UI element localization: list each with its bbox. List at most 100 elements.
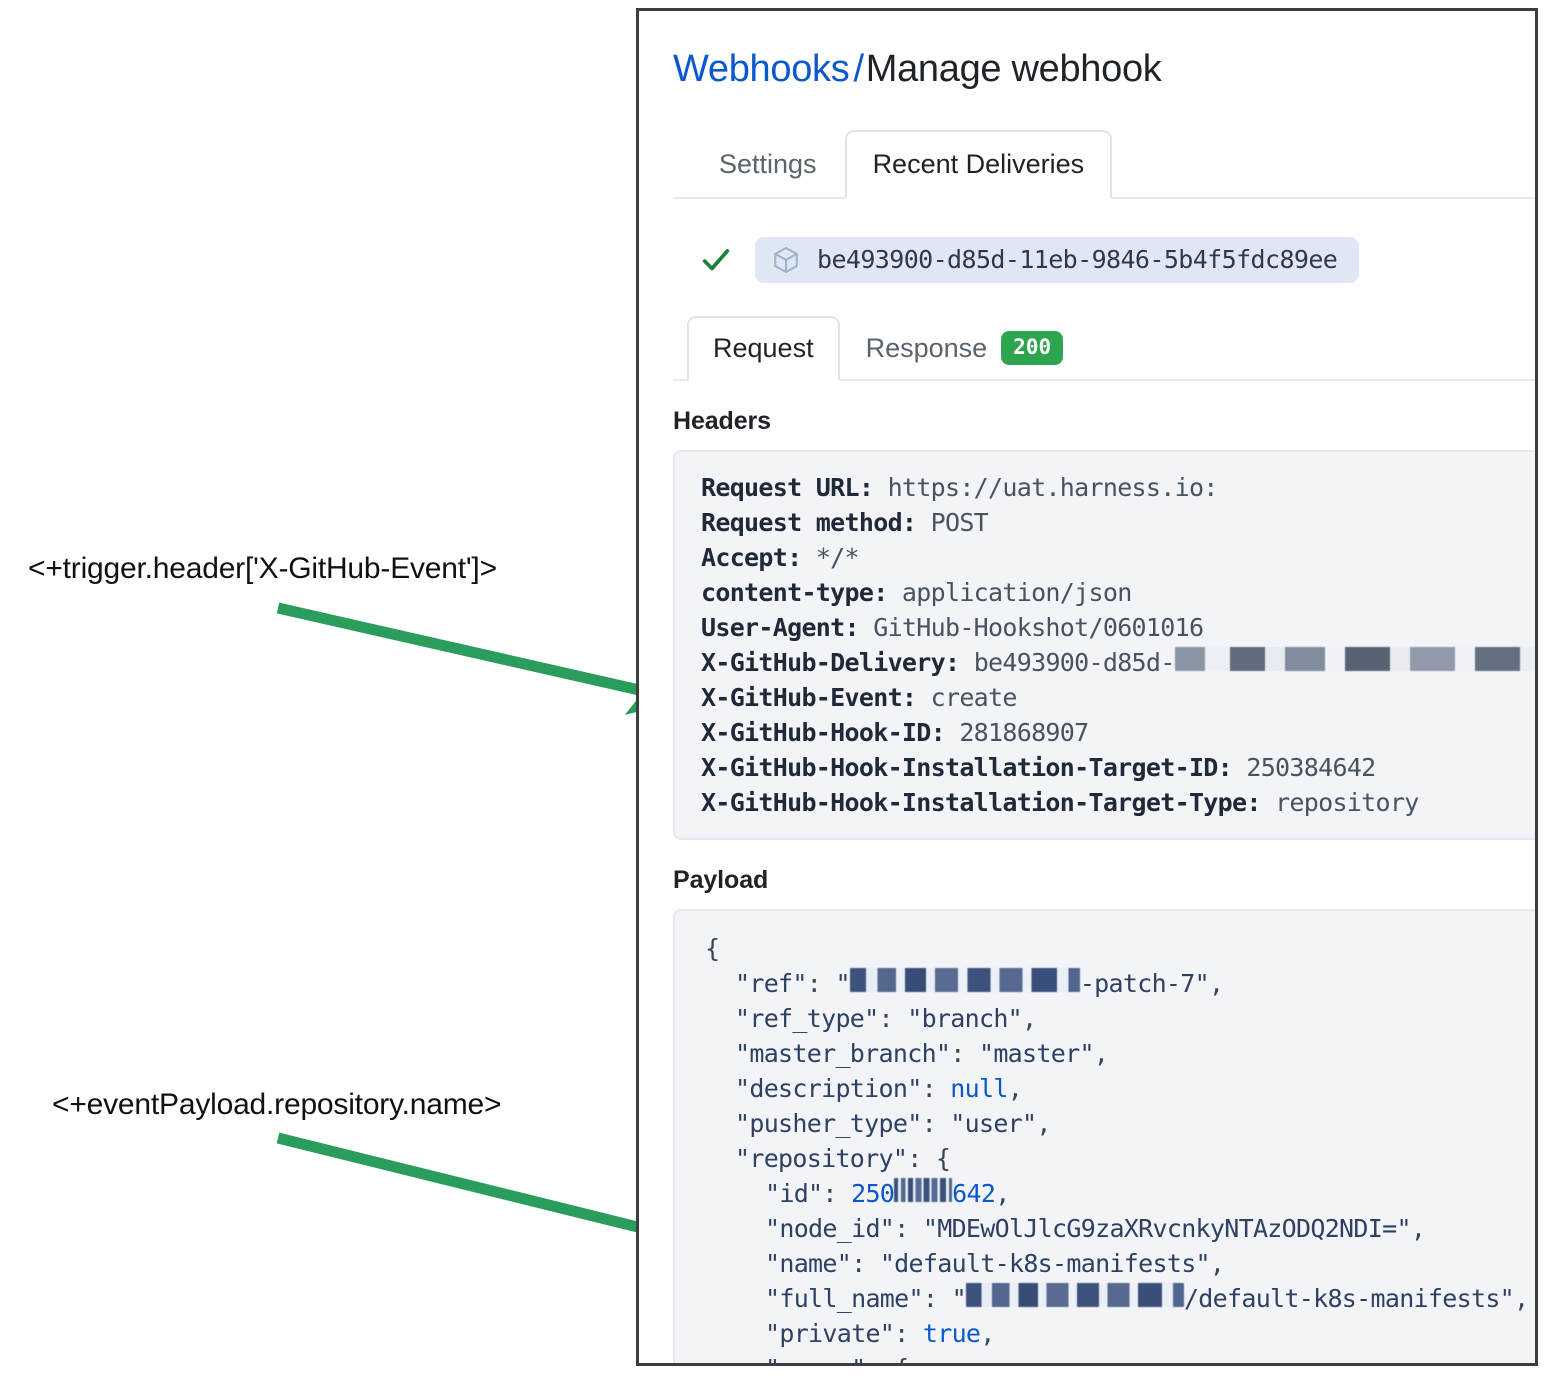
payload-token: , [1007,1073,1023,1103]
redacted-value [849,967,1080,992]
header-key: Request URL: [701,472,888,502]
breadcrumb-current: Manage webhook [865,48,1162,90]
annotation-arrow-trigger-header [276,602,685,715]
header-row: X-GitHub-Hook-Installation-Target-ID: 25… [701,750,1535,785]
payload-token: , [1036,1108,1051,1138]
header-row: X-GitHub-Hook-Installation-Target-Type: … [701,785,1535,820]
payload-line: "name": "default-k8s-manifests", [705,1246,1535,1281]
payload-token: " [951,1283,967,1313]
delivery-id-pill[interactable]: be493900-d85d-11eb-9846-5b4f5fdc89ee [755,236,1360,283]
header-row: content-type: application/json [701,575,1535,610]
header-key: X-GitHub-Delivery: [701,647,974,677]
subtab-request[interactable]: Request [687,316,840,381]
payload-token: "default-k8s-manifests" [879,1248,1211,1278]
payload-token: : [922,1283,952,1313]
annotation-label-event-payload: <+eventPayload.repository.name> [52,1088,502,1121]
payload-token: , [1022,1003,1037,1033]
payload-token: 250 [851,1178,895,1208]
payload-token: , [1514,1283,1529,1313]
payload-token: true [922,1318,981,1348]
payload-token: { [705,933,720,963]
payload-token: "user" [950,1108,1037,1138]
header-key: User-Agent: [701,612,874,642]
check-icon [702,248,730,270]
delivery-subtabnav: Request Response 200 [673,305,1535,381]
payload-token: "master" [978,1038,1095,1068]
redacted-value [1174,646,1535,671]
response-status-badge: 200 [1001,331,1064,365]
payload-token: : [878,1003,908,1033]
payload-token: "repository" [735,1143,908,1173]
webhook-tabnav: Settings Recent Deliveries [673,121,1535,199]
header-key: X-GitHub-Hook-ID: [701,717,960,747]
payload-code-box: {"ref": "-patch-7","ref_type": "branch",… [673,908,1535,1363]
breadcrumb-link-webhooks[interactable]: Webhooks [673,48,850,90]
payload-line: { [705,931,1535,966]
header-value: POST [930,507,989,537]
payload-token: , [1209,1248,1225,1278]
payload-token: : [894,1213,923,1243]
annotation-label-trigger-header: <+trigger.header['X-GitHub-Event']> [28,552,497,585]
header-row: Accept: */* [701,540,1535,575]
breadcrumb-separator: / [853,48,864,90]
payload-token: "ref_type" [735,1003,879,1033]
header-value: GitHub-Hookshot/0601016 [873,612,1204,642]
payload-line: "ref_type": "branch", [705,1001,1535,1036]
payload-token: , [980,1318,995,1348]
payload-token: , [1209,968,1224,998]
header-row: X-GitHub-Delivery: be493900-d85d- [701,645,1535,680]
payload-token: "full_name" [765,1283,924,1313]
header-value: create [930,682,1018,712]
subtab-response[interactable]: Response 200 [840,315,1090,380]
payload-token: : [894,1318,923,1348]
redacted-value [894,1177,953,1202]
header-value: repository [1275,787,1419,817]
header-row: User-Agent: GitHub-Hookshot/0601016 [701,610,1535,645]
header-key: X-GitHub-Hook-Installation-Target-Type: [701,787,1276,817]
payload-token: "ref" [735,968,807,998]
tab-settings[interactable]: Settings [719,149,817,180]
payload-line: "owner": { [705,1351,1535,1363]
payload-token: null [950,1073,1008,1103]
page-title: Webhooks/Manage webhook [673,47,1535,93]
payload-token: , [1093,1038,1109,1068]
payload-token: : [851,1248,880,1278]
payload-token: /default-k8s-manifests" [1183,1283,1515,1313]
payload-token: , [1410,1213,1426,1243]
payload-token: "id" [765,1178,823,1208]
payload-line: "master_branch": "master", [705,1036,1535,1071]
delivery-subtabnav-list: Request Response 200 [673,305,1535,381]
header-row: Request URL: https://uat.harness.io: [701,470,1535,505]
payload-token: "pusher_type" [735,1108,922,1138]
payload-token: : [921,1073,951,1103]
payload-token: -patch-7" [1079,968,1210,998]
header-key: Accept: [701,542,816,572]
delivery-row: be493900-d85d-11eb-9846-5b4f5fdc89ee [673,236,1535,283]
payload-token: "name" [765,1248,852,1278]
payload-line: "private": true, [705,1316,1535,1351]
redacted-value [965,1282,1184,1307]
webhook-card-content: Webhooks/Manage webhook Settings Recent … [639,11,1535,1363]
payload-token: : [950,1038,979,1068]
payload-token: "owner" [765,1354,866,1363]
payload-token: "description" [735,1073,922,1103]
header-value: be493900-d85d- [973,647,1176,677]
payload-line: "full_name": " /default-k8s-manifests", [705,1281,1535,1316]
webhook-tabnav-list: Settings Recent Deliveries [673,121,1535,199]
webhook-card: Webhooks/Manage webhook Settings Recent … [636,8,1538,1366]
payload-token: 642 [952,1178,996,1208]
payload-token: : { [865,1354,909,1363]
payload-token: "node_id" [765,1213,895,1243]
header-row: Request method: POST [701,505,1535,540]
headers-code-box: Request URL: https://uat.harness.io:Requ… [673,449,1535,840]
header-row: X-GitHub-Hook-ID: 281868907 [701,715,1535,750]
payload-line: "description": null, [705,1071,1535,1106]
payload-token: " [835,968,850,998]
header-key: Request method: [701,507,931,537]
payload-token: "private" [765,1318,895,1348]
tab-recent-deliveries[interactable]: Recent Deliveries [844,130,1113,199]
delivery-guid-text: be493900-d85d-11eb-9846-5b4f5fdc89ee [817,245,1338,275]
header-value: application/json [901,577,1132,607]
payload-line: "node_id": "MDEwOlJlcG9zaXRvcnkyNTAzODQ2… [705,1211,1535,1246]
payload-token: "branch" [907,1003,1023,1033]
